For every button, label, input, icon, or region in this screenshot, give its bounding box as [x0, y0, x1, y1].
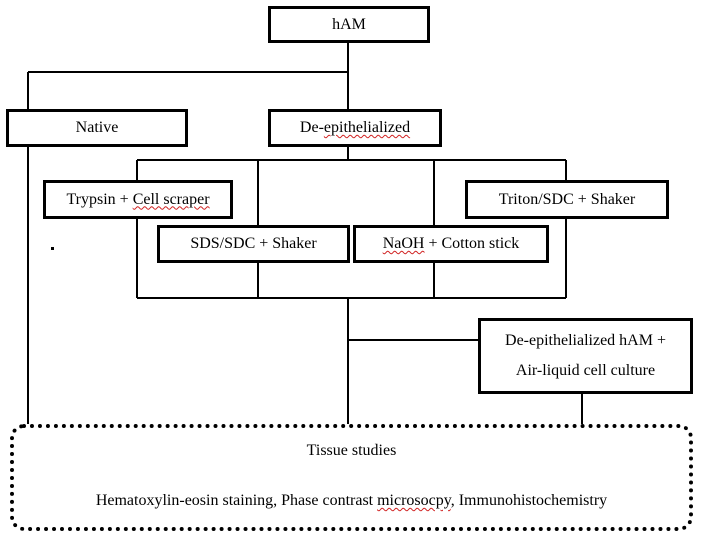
de-epithelialized-label: De-epithelialized	[300, 118, 410, 138]
tissue-studies-title: Tissue studies	[306, 442, 397, 459]
ham-label: hAM	[332, 15, 366, 33]
naoh-label: NaOH + Cotton stick	[383, 234, 520, 254]
triton-label: Triton/SDC + Shaker	[498, 190, 636, 208]
tissue-studies-box: Tissue studies Hematoxylin-eosin stainin…	[10, 424, 693, 531]
tissue-desc-prefix: Hematoxylin-eosin staining, Phase contra…	[95, 492, 378, 509]
trypsin-prefix: Trypsin +	[66, 190, 133, 208]
naoh-underlined: NaOH	[382, 235, 425, 252]
sds-label: SDS/SDC + Shaker	[190, 235, 317, 252]
ham-box: hAM	[268, 6, 430, 43]
de-epithelialized-box: De-epithelialized	[268, 109, 442, 147]
native-box: Native	[6, 109, 188, 147]
cell-scraper-underlined: Cell scraper	[132, 190, 210, 208]
culture-line-1: De-epithelialized hAM +	[505, 331, 666, 349]
culture-box: De-epithelialized hAM + Air-liquid cell …	[478, 318, 693, 394]
microscopy-underlined: microsocpy	[377, 492, 451, 509]
triton-box: Triton/SDC + Shaker	[465, 180, 669, 219]
de-epithelialized-prefix: De-	[299, 119, 324, 136]
trypsin-box: Trypsin + Cell scraper	[43, 180, 233, 219]
trypsin-label: Trypsin + Cell scraper	[66, 190, 209, 210]
tissue-studies-description: Hematoxylin-eosin staining, Phase contra…	[14, 492, 689, 510]
de-epithelialized-underlined: epithelialized	[323, 119, 411, 136]
culture-line-2: Air-liquid cell culture	[515, 362, 656, 379]
stray-dot	[51, 247, 54, 250]
naoh-box: NaOH + Cotton stick	[353, 225, 549, 263]
native-label: Native	[75, 119, 119, 136]
naoh-suffix: + Cotton stick	[424, 235, 520, 252]
tissue-desc-suffix: , Immunohistochemistry	[450, 492, 608, 509]
sds-box: SDS/SDC + Shaker	[157, 225, 350, 263]
